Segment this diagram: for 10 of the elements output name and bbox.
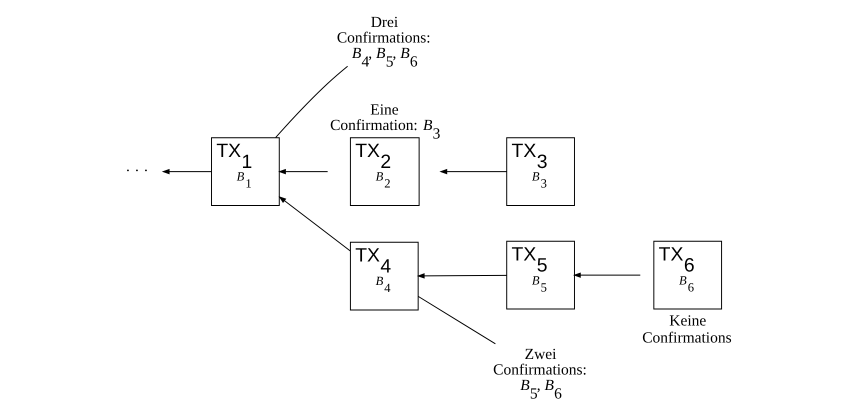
arrow [438, 168, 507, 174]
connector [417, 296, 496, 344]
arrow [416, 273, 506, 279]
node-text: · · · [124, 162, 148, 180]
arrow [572, 272, 640, 278]
node-label: Keine Confirmations [642, 312, 732, 347]
connector [274, 66, 348, 138]
arrow [161, 168, 212, 174]
arrow [278, 196, 350, 252]
arrow [278, 168, 328, 174]
